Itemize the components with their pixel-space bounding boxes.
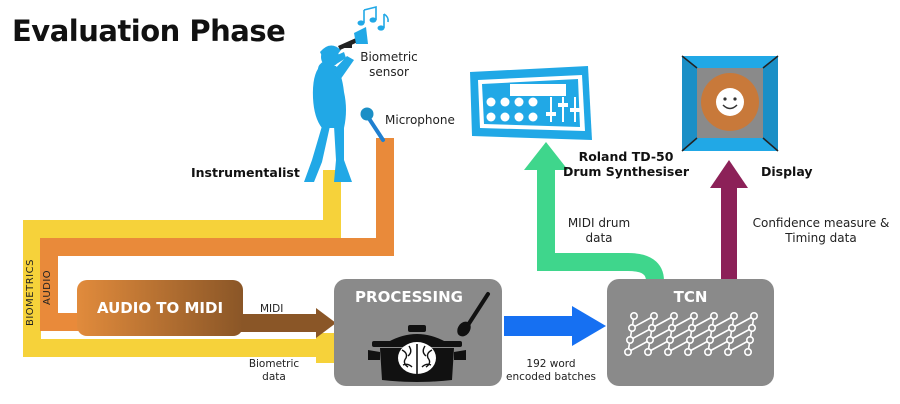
tcn-node	[723, 347, 732, 356]
tcn-node	[665, 335, 674, 344]
tcn-node	[707, 323, 716, 332]
tcn-node	[747, 323, 756, 332]
tcn-node	[647, 323, 656, 332]
tcn-node	[645, 335, 654, 344]
audio-label: AUDIO	[42, 269, 53, 305]
microphone-label: Microphone	[385, 113, 455, 127]
confidence-arrow	[710, 160, 748, 283]
audio-to-midi-label: AUDIO TO MIDI	[96, 299, 224, 317]
tcn-node	[725, 335, 734, 344]
tcn-node	[663, 347, 672, 356]
tcn-node	[687, 323, 696, 332]
midi-arrow	[238, 308, 336, 338]
tcn-node	[703, 347, 712, 356]
tcn-node	[667, 323, 676, 332]
roland-td50-label: Roland TD-50 Drum Synthesiser	[562, 149, 690, 179]
tcn-label: TCN	[673, 288, 708, 306]
audio-band	[40, 138, 394, 331]
processing-label: PROCESSING	[355, 288, 463, 306]
tcn-node	[625, 335, 634, 344]
biometric-sensor-label: Biometric sensor	[360, 50, 418, 79]
audio-to-midi-box	[77, 280, 243, 336]
encoded-batches-label: 192 word encoded batches	[505, 358, 596, 383]
tcn-node	[743, 347, 752, 356]
tcn-node	[627, 323, 636, 332]
trumpet-player-icon	[304, 27, 368, 182]
tcn-node	[669, 311, 678, 320]
instrumentalist-label: Instrumentalist	[191, 165, 300, 180]
tcn-node	[705, 335, 714, 344]
biometrics-band	[23, 170, 360, 368]
page-title: Evaluation Phase	[12, 14, 286, 48]
tcn-node	[749, 311, 758, 320]
tcn-node	[685, 335, 694, 344]
midi-drum-data-label: MIDI drum data	[567, 216, 631, 245]
tcn-node	[649, 311, 658, 320]
tcn-node	[689, 311, 698, 320]
neural-network-icon	[623, 311, 758, 356]
tcn-node	[623, 347, 632, 356]
midi-drum-arrow	[524, 142, 664, 282]
tcn-node	[643, 347, 652, 356]
microphone-icon	[360, 107, 385, 142]
tcn-node	[729, 311, 738, 320]
tcn-node	[727, 323, 736, 332]
tcn-node	[629, 311, 638, 320]
midi-label: MIDI	[260, 303, 284, 315]
biometric-sensor-icon	[343, 44, 352, 48]
biometric-data-label: Biometric data	[248, 358, 300, 383]
tcn-node	[745, 335, 754, 344]
display-face-icon	[681, 55, 779, 152]
confidence-timing-label: Confidence measure & Timing data	[752, 216, 890, 245]
tcn-node	[709, 311, 718, 320]
biometrics-label: BIOMETRICS	[25, 259, 36, 326]
pot-brain-icon	[368, 292, 490, 382]
drum-synth-icon	[470, 66, 592, 140]
display-label: Display	[761, 164, 813, 179]
tcn-node	[683, 347, 692, 356]
music-notes-icon	[357, 5, 389, 31]
batches-arrow	[504, 306, 606, 346]
